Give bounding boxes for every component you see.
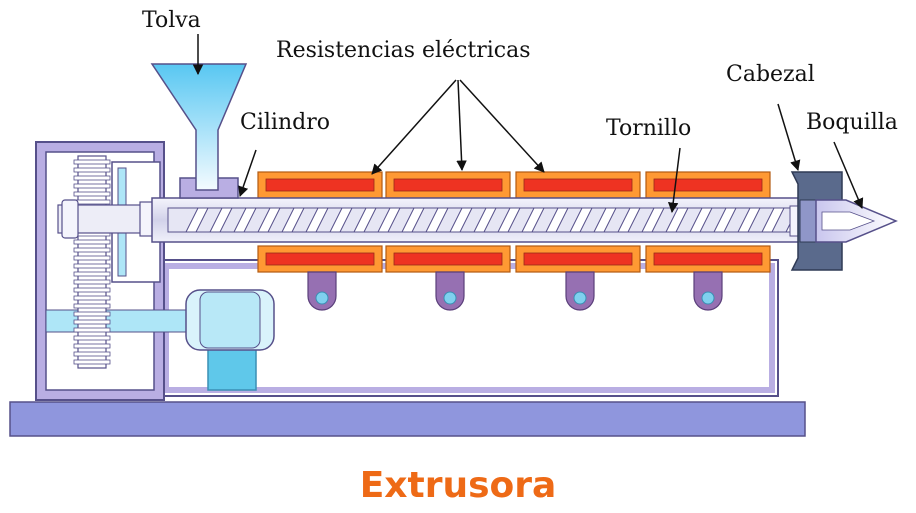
screw-flight (233, 207, 257, 233)
screw (167, 205, 813, 237)
gear (73, 155, 111, 369)
screw-flight (281, 207, 305, 233)
motor (185, 289, 275, 391)
hopper (150, 63, 248, 199)
heater-top-1 (257, 171, 383, 199)
screw-flight (521, 207, 545, 233)
screw-flight (713, 207, 737, 233)
screw-flight (545, 207, 569, 233)
screw-flight (425, 207, 449, 233)
screw-flight (377, 207, 401, 233)
label-cabezal: Cabezal (726, 62, 815, 87)
label-tornillo: Tornillo (606, 116, 692, 141)
screw-flight (209, 207, 233, 233)
label-arrows (192, 34, 864, 214)
bracket-2 (435, 271, 465, 311)
screw-flight (257, 207, 281, 233)
arrow-cabezal (777, 103, 801, 172)
arrow-tornillo (667, 147, 681, 214)
screw-flight (185, 207, 209, 233)
screw-flight (569, 207, 593, 233)
screw-flight (305, 207, 329, 233)
screw-flight (329, 207, 353, 233)
label-resistencias: Resistencias eléctricas (276, 38, 531, 63)
screw-flight (401, 207, 425, 233)
arrow-resistencia-1 (371, 79, 457, 175)
arrow-cilindro (238, 149, 257, 197)
screw-flight (761, 207, 785, 233)
bracket-3 (565, 271, 595, 311)
heater-top-3 (515, 171, 641, 199)
screw-flight (497, 207, 521, 233)
diagram-title: Extrusora (359, 465, 557, 506)
transmission-bar (45, 309, 187, 333)
screw-flight (617, 207, 641, 233)
screw-flight (449, 207, 473, 233)
label-tolva: Tolva (142, 8, 201, 33)
heater-top-2 (385, 171, 511, 199)
screw-flight (737, 207, 761, 233)
heater-top-4 (645, 171, 771, 199)
bracket-4 (693, 271, 723, 311)
heater-bottom-2 (385, 245, 511, 273)
screw-flight (473, 207, 497, 233)
base-plate (9, 401, 806, 437)
screw-flight (593, 207, 617, 233)
heater-bottom-4 (645, 245, 771, 273)
screw-flight (665, 207, 689, 233)
heater-bottom-1 (257, 245, 383, 273)
arrow-resistencia-2 (456, 79, 467, 172)
screw-flight (353, 207, 377, 233)
heater-bottom-3 (515, 245, 641, 273)
label-boquilla: Boquilla (806, 110, 898, 135)
label-cilindro: Cilindro (240, 110, 330, 135)
arrow-resistencia-3 (459, 79, 545, 173)
arrow-boquilla (833, 141, 864, 209)
screw-flight (689, 207, 713, 233)
screw-flight (641, 207, 665, 233)
support-brackets (307, 271, 723, 311)
bracket-1 (307, 271, 337, 311)
